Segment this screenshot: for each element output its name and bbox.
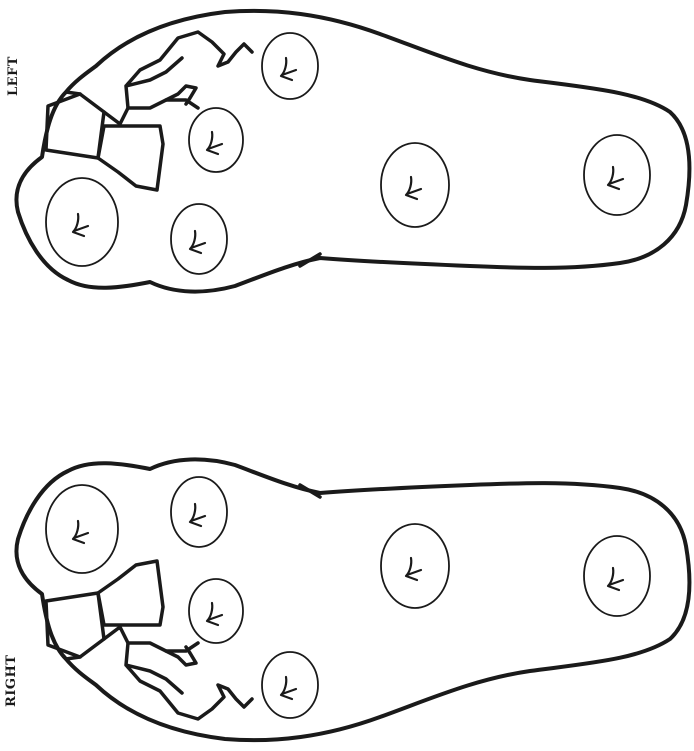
left-heel-checkmark-icon: [608, 167, 623, 189]
right-midfoot-checkmark-icon: [406, 558, 421, 580]
left-site-metatarsal-head-first: [171, 204, 227, 274]
right-site-lesser-toe-fifth: [262, 652, 318, 718]
left-lesser-toe-fifth-checkmark-icon: [281, 58, 296, 80]
left-lesser-toe-third-checkmark-icon: [207, 132, 222, 154]
left-foot-label: LEFT: [6, 56, 21, 96]
right-foot-label: RIGHT: [4, 655, 19, 707]
right-toe-line-2: [46, 593, 104, 657]
right-metatarsal-head-first-checkmark-icon: [190, 504, 205, 526]
right-hallux-checkmark-icon: [73, 521, 88, 543]
right-site-metatarsal-head-first: [171, 477, 227, 547]
right-site-midfoot: [381, 524, 449, 608]
left-site-midfoot: [381, 143, 449, 227]
right-site-hallux: [46, 485, 118, 573]
right-site-heel: [584, 536, 650, 616]
left-site-hallux: [46, 178, 118, 266]
left-site-lesser-toe-third: [189, 108, 243, 172]
right-foot: [16, 459, 689, 740]
left-foot: [16, 11, 689, 292]
right-lesser-toe-fifth-checkmark-icon: [281, 677, 296, 699]
right-toe-line-1: [98, 561, 163, 625]
left-site-lesser-toe-fifth: [262, 33, 318, 99]
right-site-lesser-toe-third: [189, 579, 243, 643]
left-site-heel: [584, 135, 650, 215]
left-foot-outline: [16, 11, 689, 292]
left-midfoot-checkmark-icon: [406, 177, 421, 199]
left-toe-line-2: [46, 94, 104, 158]
left-metatarsal-head-first-checkmark-icon: [190, 231, 205, 253]
left-toe-line-4: [126, 32, 252, 108]
left-toe-line-1: [98, 126, 163, 190]
right-foot-outline: [16, 459, 689, 740]
left-hallux-checkmark-icon: [73, 214, 88, 236]
right-toe-line-4: [126, 643, 252, 719]
right-heel-checkmark-icon: [608, 568, 623, 590]
right-lesser-toe-third-checkmark-icon: [207, 603, 222, 625]
